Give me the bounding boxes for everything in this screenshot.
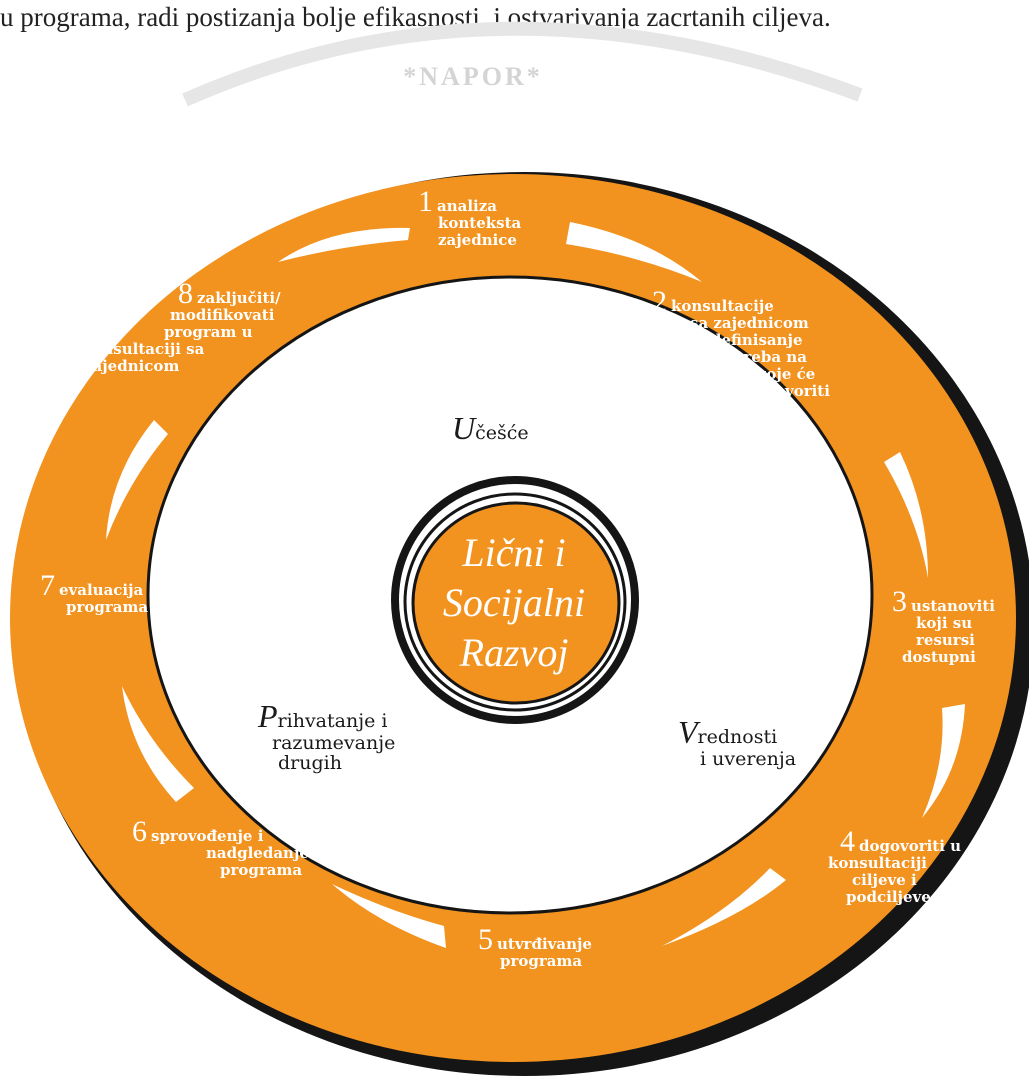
center-ring-outer: [391, 476, 639, 724]
center-ring-middle: [403, 492, 627, 712]
arrow-8-to-1: [278, 227, 410, 262]
center-label: Lični i Socijalni Razvoj: [442, 530, 586, 675]
arrow-7-to-8: [106, 420, 168, 540]
arrow-1-to-2: [566, 222, 702, 282]
arrow-4-to-5: [662, 868, 786, 946]
vrednosti-label: Vrednosti i uverenja: [678, 714, 797, 770]
center-disc: [411, 501, 621, 705]
arrow-5-to-6: [332, 884, 446, 948]
ucesce-label: Učešće: [452, 410, 529, 446]
arrow-6-to-7: [122, 686, 194, 802]
arrow-3-to-4: [922, 704, 965, 818]
watermark-text: *NAPOR*: [403, 62, 543, 91]
arrow-2-to-3: [884, 452, 928, 578]
intro-text: u programa, radi postizanja bolje efikas…: [0, 2, 831, 32]
prihvatanje-label: Prihvatanje i razumevanje drugih: [258, 698, 396, 774]
